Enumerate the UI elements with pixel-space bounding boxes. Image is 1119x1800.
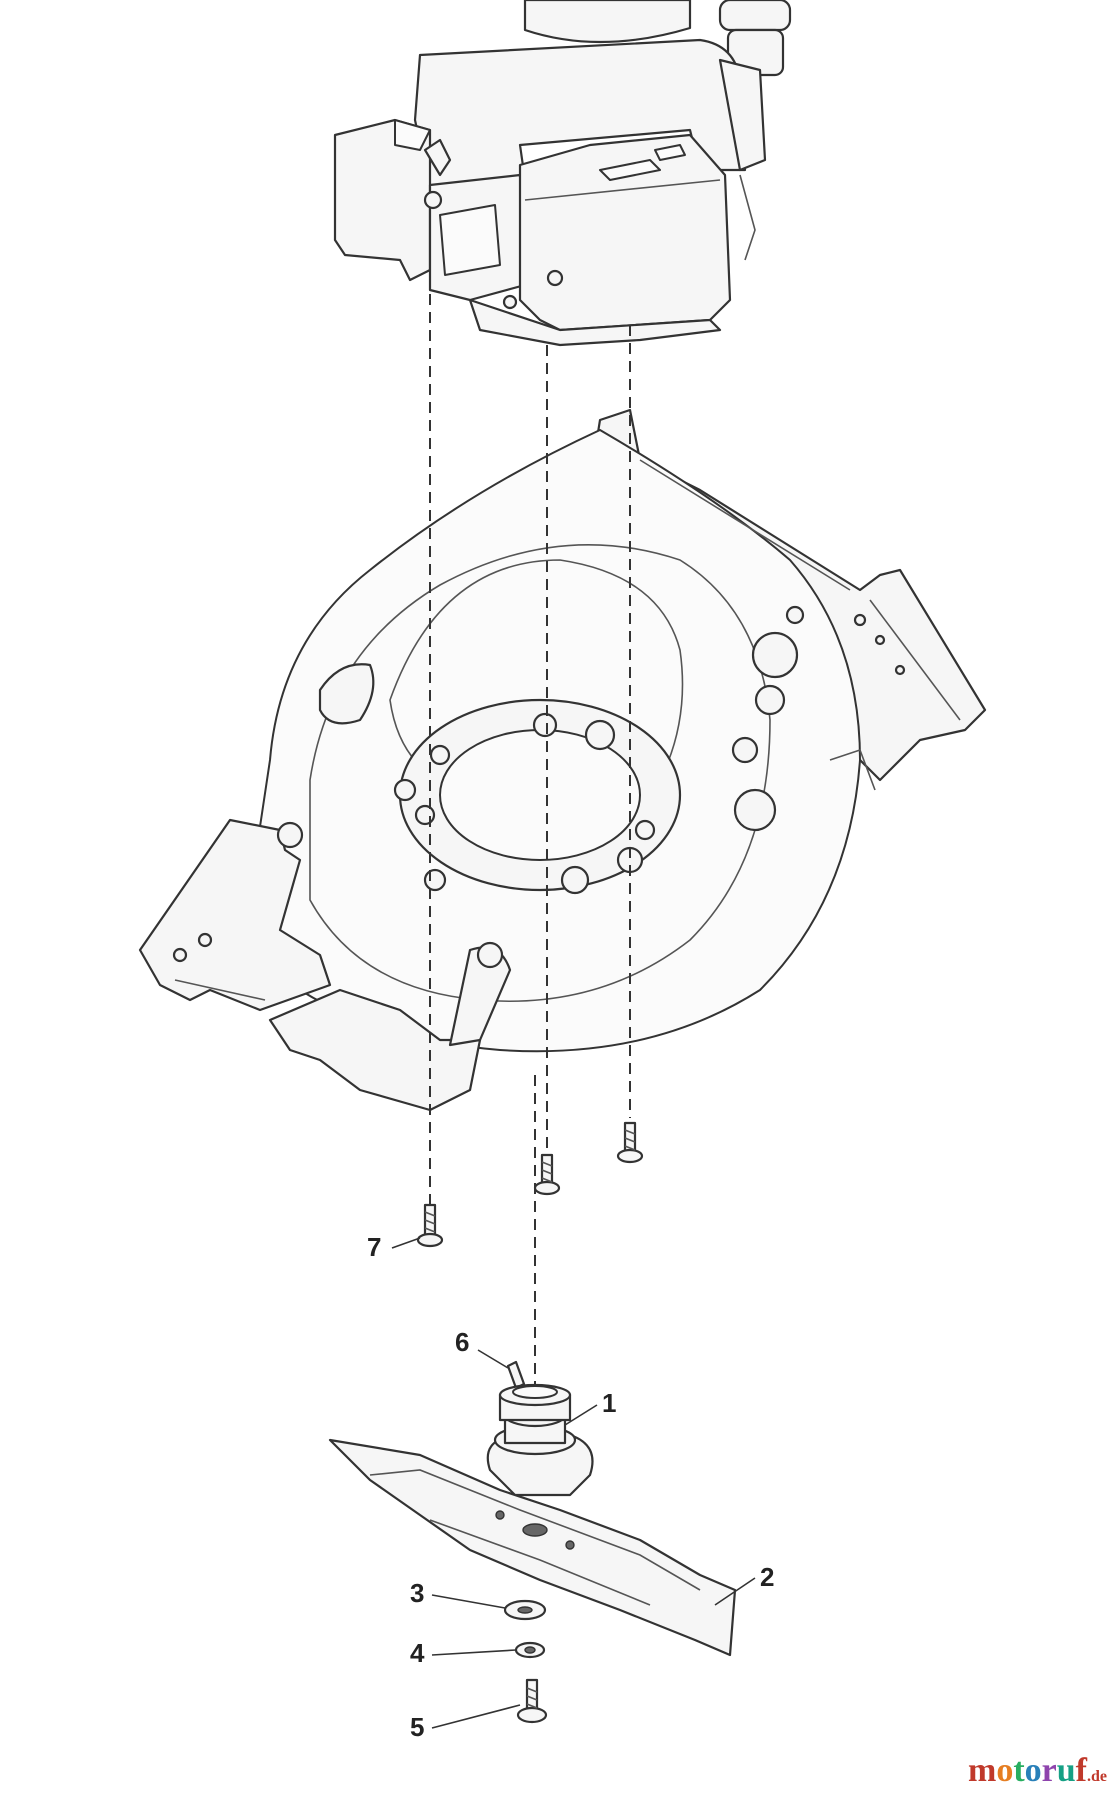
watermark-letter: m xyxy=(968,1752,997,1789)
callout-3: 3 xyxy=(410,1578,425,1608)
callout-6: 6 xyxy=(455,1327,470,1357)
bolt-drawing-blade xyxy=(516,1678,548,1724)
blade-drawing xyxy=(328,1438,737,1657)
watermark-letter: u xyxy=(1056,1752,1076,1789)
assembly-lines xyxy=(429,240,631,1395)
callout-4: 4 xyxy=(410,1638,425,1668)
callout-1: 1 xyxy=(602,1388,617,1418)
watermark-letter: r xyxy=(1041,1752,1057,1789)
engine-drawing xyxy=(333,0,792,347)
bolt-drawing xyxy=(416,1121,644,1248)
callout-7: 7 xyxy=(367,1232,382,1262)
washer-drawing xyxy=(503,1599,547,1659)
leader-lines xyxy=(391,1237,756,1729)
watermark-suffix: .de xyxy=(1087,1768,1107,1785)
key-drawing xyxy=(506,1360,526,1390)
watermark-letter: f xyxy=(1075,1752,1087,1789)
watermark-logo: motoruf.de xyxy=(968,1752,1107,1790)
blade-adapter-drawing xyxy=(486,1383,594,1497)
callout-5: 5 xyxy=(410,1712,425,1742)
watermark-letter: o xyxy=(996,1752,1014,1789)
callout-2: 2 xyxy=(760,1562,775,1592)
watermark-letter: o xyxy=(1024,1752,1042,1789)
watermark-text: motoruf xyxy=(968,1752,1087,1789)
mower-deck-drawing xyxy=(138,408,987,1112)
watermark-letter: t xyxy=(1013,1752,1025,1789)
